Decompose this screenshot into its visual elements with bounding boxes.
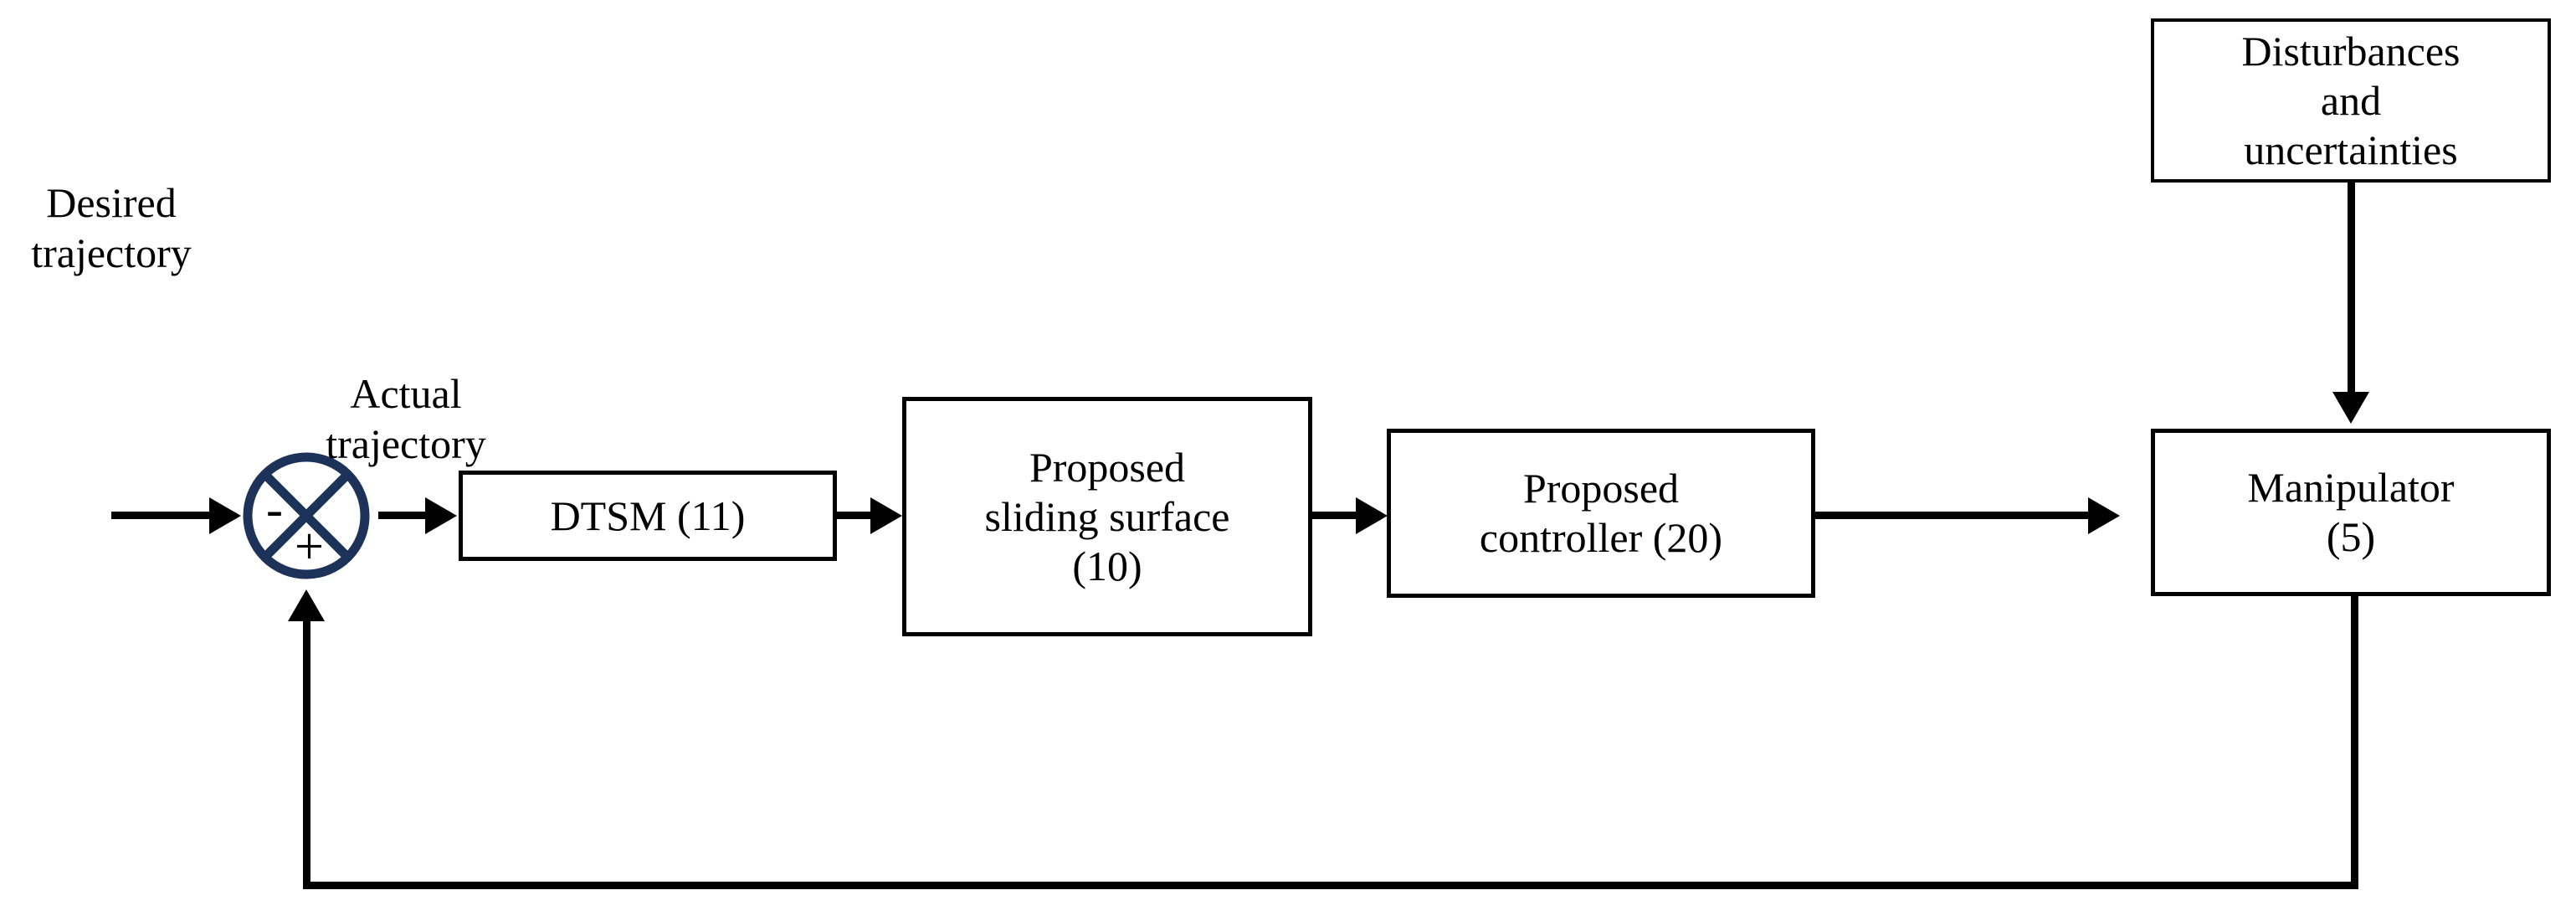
feedback-line-vertical-right	[2351, 594, 2358, 888]
block-disturbances-and-uncertainties[interactable]: Disturbances and uncertainties	[2151, 18, 2551, 183]
feedback-line-horizontal	[303, 882, 2358, 889]
surface-to-controller-line	[1312, 512, 1359, 519]
input-arrowhead	[209, 497, 241, 534]
input-signal-line	[111, 512, 212, 519]
dtsm-to-surface-line	[837, 512, 874, 519]
block-dtsm[interactable]: DTSM (11)	[459, 471, 837, 561]
surface-to-controller-arrowhead	[1356, 497, 1388, 534]
actual-trajectory-label: Actual trajectory	[326, 370, 486, 467]
summing-junction-plus-sign: +	[295, 518, 324, 575]
block-manipulator[interactable]: Manipulator (5)	[2151, 429, 2551, 596]
error-signal-arrowhead	[425, 497, 457, 534]
feedback-line-vertical-left	[303, 621, 310, 885]
block-proposed-sliding-surface[interactable]: Proposed sliding surface (10)	[902, 397, 1312, 636]
summing-junction	[241, 450, 372, 581]
summing-junction-minus-sign: -	[266, 481, 283, 537]
block-proposed-controller[interactable]: Proposed controller (20)	[1387, 429, 1815, 598]
feedback-arrowhead	[288, 589, 325, 621]
disturbance-signal-line	[2348, 183, 2355, 394]
controller-to-manipulator-line	[1815, 512, 2091, 519]
dtsm-to-surface-arrowhead	[870, 497, 902, 534]
disturbance-arrowhead	[2332, 392, 2369, 424]
desired-trajectory-label: Desired trajectory	[31, 179, 192, 276]
error-signal-line	[378, 512, 428, 519]
controller-to-manipulator-arrowhead	[2088, 497, 2120, 534]
